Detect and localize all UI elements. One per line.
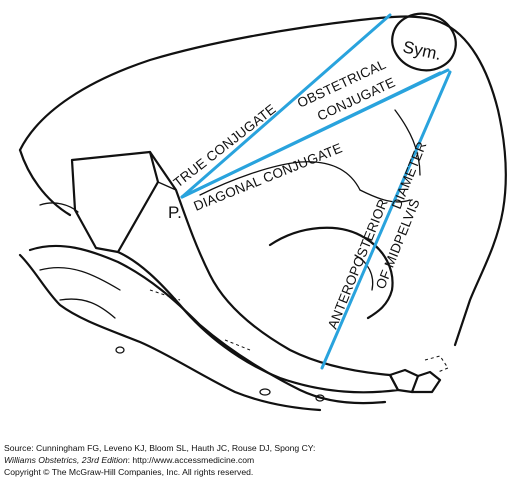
pelvis-diagram: Sym. P. TRUE CONJUGATE OBSTETRICAL CONJU… [18,12,507,412]
figure-caption: Source: Cunningham FG, Leveno KJ, Bloom … [4,442,519,478]
caption-book-title: Williams Obstetrics, 23rd Edition [4,455,128,465]
ischium-lower [28,244,387,405]
obturator-curve [268,226,394,320]
coccyx [388,368,420,394]
symphysis-outline [391,12,457,72]
caption-copyright: Copyright © The McGraw-Hill Companies, I… [4,467,254,477]
caption-source: Source: Cunningham FG, Leveno KJ, Bloom … [4,443,316,453]
caption-book-line: Williams Obstetrics, 23rd Edition: http:… [4,454,519,466]
sacrum-vertebra-l5 [70,150,160,254]
caption-book-url[interactable]: : http://www.accessmedicine.com [127,455,255,465]
diagonal-conjugate-line [180,71,442,199]
pelvis-outline-lower [18,148,72,217]
ilium-inner-line [199,161,361,196]
true-conjugate-line [180,13,392,199]
symphysis-label: Sym. [401,37,443,64]
promontory-label: P. [168,203,182,222]
midpelvis-diameter-line [320,70,452,370]
